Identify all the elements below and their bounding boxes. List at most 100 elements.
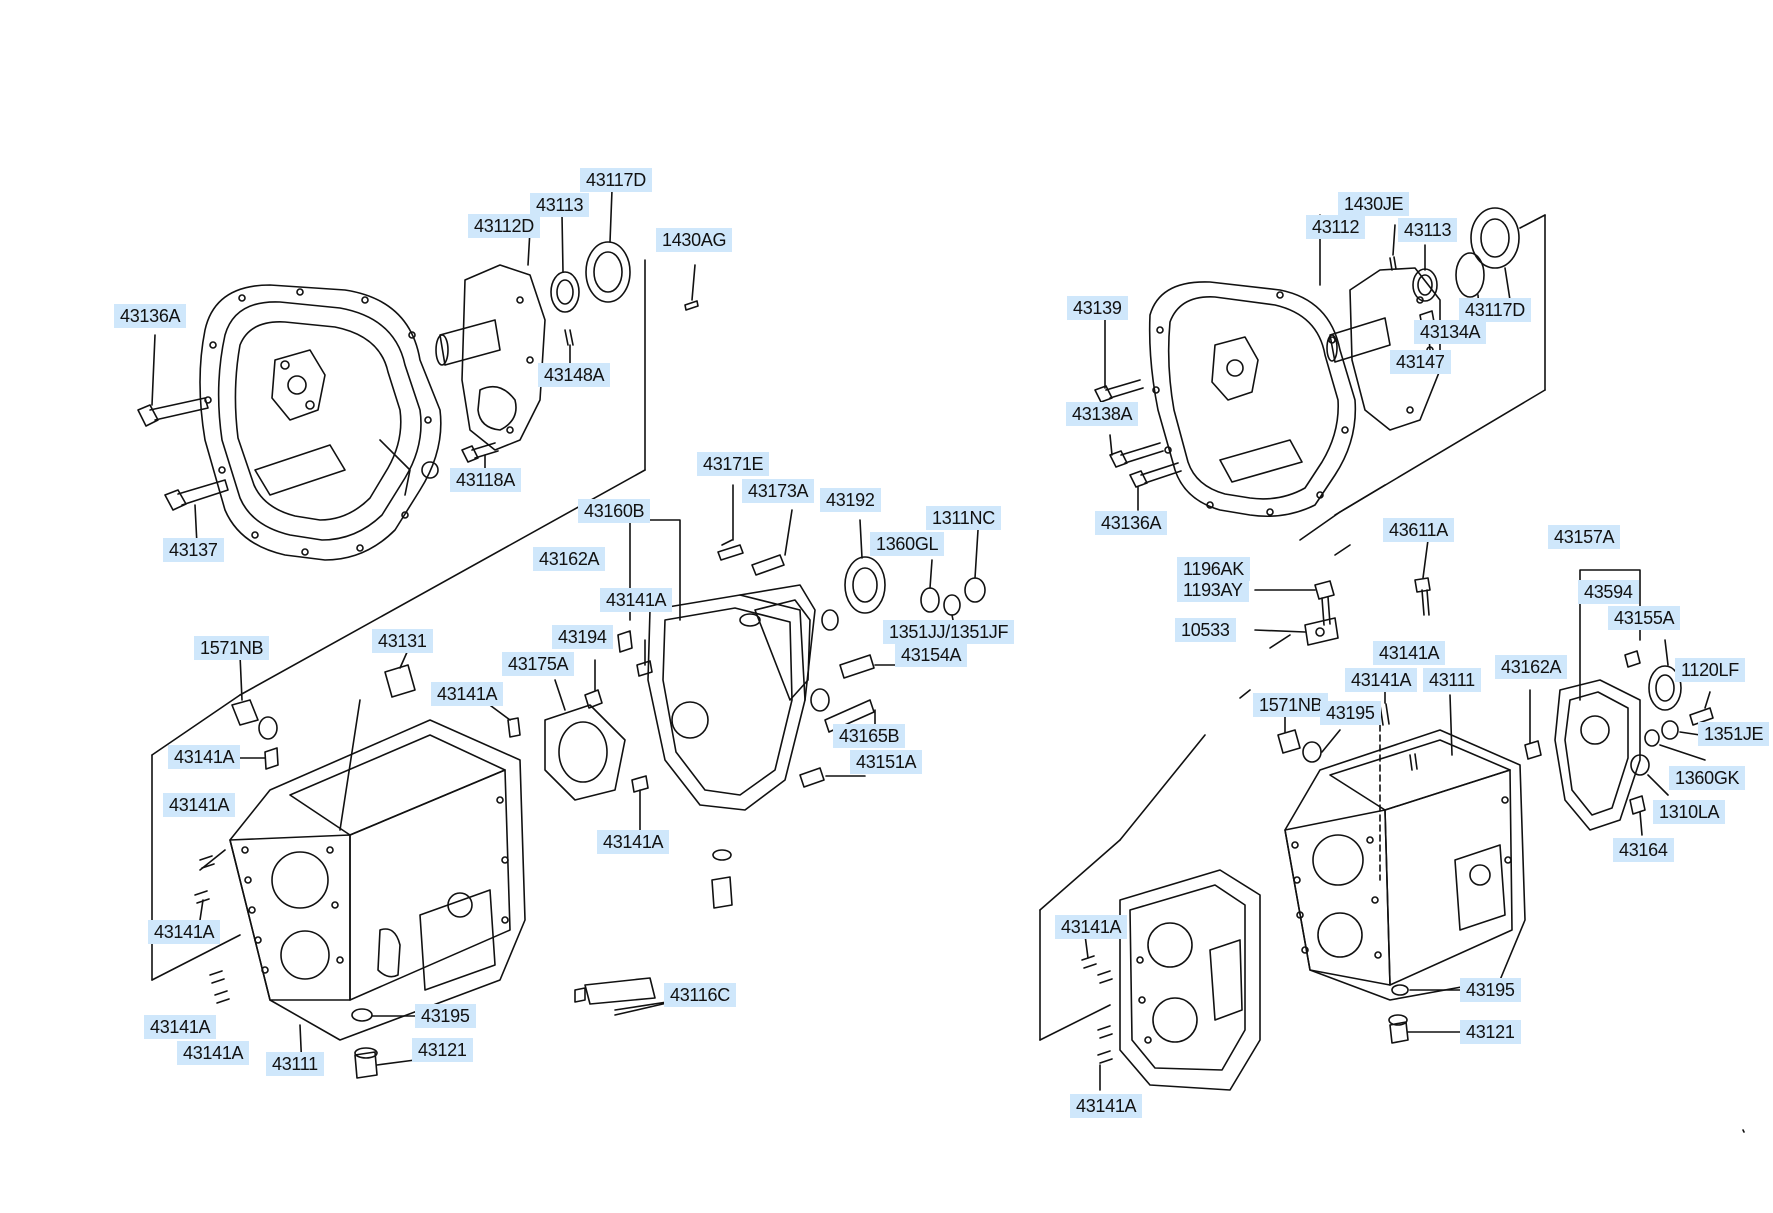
part-label[interactable]: 43141A xyxy=(148,920,221,944)
part-label[interactable]: 43113 xyxy=(1398,218,1458,242)
part-label[interactable]: 43141A xyxy=(168,745,241,769)
part-label[interactable]: 43137 xyxy=(163,538,224,562)
plug-1571NB-left xyxy=(231,654,278,740)
part-label[interactable]: 1351JE xyxy=(1698,722,1770,746)
bolt-43171E xyxy=(717,484,744,561)
part-label[interactable]: 1311NC xyxy=(926,506,1001,530)
seal-1360GL xyxy=(920,559,940,613)
drain-plug-43121-right xyxy=(1388,1014,1461,1044)
plug-1571NB-right xyxy=(1277,714,1341,763)
part-label[interactable]: 43117D xyxy=(580,168,652,192)
bolt-43173A xyxy=(751,509,793,576)
part-label[interactable]: 43155A xyxy=(1608,606,1681,630)
part-label[interactable]: 1430JE xyxy=(1338,192,1410,216)
bolt-1120LF xyxy=(1689,691,1714,726)
bolt-43611A xyxy=(1414,539,1431,616)
bolt-43164 xyxy=(1629,795,1646,836)
part-label[interactable]: 43141A xyxy=(144,1015,217,1039)
part-label[interactable]: 43162A xyxy=(533,547,606,571)
part-label[interactable]: 43192 xyxy=(820,488,881,512)
part-label[interactable]: 1571NB xyxy=(1253,693,1329,717)
part-label[interactable]: 43118A xyxy=(450,468,521,492)
part-label[interactable]: 43141A xyxy=(1070,1094,1143,1118)
part-label[interactable]: 43141A xyxy=(431,682,504,706)
part-label[interactable]: 43141A xyxy=(163,793,236,817)
part-label[interactable]: 1430AG xyxy=(656,228,733,252)
bearing-43192 xyxy=(821,519,886,631)
ring-43175A xyxy=(544,679,626,801)
part-label[interactable]: 10533 xyxy=(1175,618,1236,642)
part-label[interactable]: 43154A xyxy=(895,643,968,667)
part-label[interactable]: 43121 xyxy=(412,1038,473,1062)
part-label[interactable]: 43111 xyxy=(266,1052,324,1076)
part-label[interactable]: 43151A xyxy=(850,750,923,774)
part-label[interactable]: 1571NB xyxy=(194,636,270,660)
front-cover-43112D xyxy=(435,264,546,451)
part-label[interactable]: 1351JJ/1351JF xyxy=(883,620,1015,644)
bolt-43138A xyxy=(1109,434,1164,468)
part-label[interactable]: 43175A xyxy=(502,652,575,676)
transmission-case-right xyxy=(1284,729,1526,1001)
part-label[interactable]: 43141A xyxy=(1373,641,1446,665)
part-label[interactable]: 43141A xyxy=(177,1041,250,1065)
part-label[interactable]: 43116C xyxy=(664,983,736,1007)
bolt-43118A xyxy=(461,442,499,471)
part-label[interactable]: 43195 xyxy=(1320,701,1381,725)
part-label[interactable]: 43148A xyxy=(538,363,611,387)
washer-43195-left xyxy=(351,1008,416,1022)
part-label[interactable]: 43141A xyxy=(1055,915,1128,939)
part-label[interactable]: 1310LA xyxy=(1653,800,1726,824)
part-label[interactable]: 43138A xyxy=(1066,402,1139,426)
extension-housing-left xyxy=(647,584,816,811)
transmission-case-left xyxy=(229,719,526,1071)
part-label[interactable]: 43195 xyxy=(1460,978,1521,1002)
pin-1430JE xyxy=(1389,224,1397,271)
seal-43155A xyxy=(1648,639,1682,711)
part-label[interactable]: 43157A xyxy=(1548,525,1621,549)
part-label[interactable]: 1196AK xyxy=(1177,557,1250,581)
part-label[interactable]: 1360GK xyxy=(1669,766,1746,790)
part-label[interactable]: 43195 xyxy=(415,1004,476,1028)
bolt-43151A xyxy=(799,767,866,788)
part-label[interactable]: 43134A xyxy=(1414,320,1487,344)
part-label[interactable]: 43141A xyxy=(1345,668,1418,692)
clutch-housing-left xyxy=(199,284,442,561)
part-label[interactable]: 43131 xyxy=(372,629,433,653)
pin-43194 xyxy=(617,630,633,653)
plug-43594 xyxy=(1624,650,1641,668)
bolt-43136A-right xyxy=(1129,462,1182,511)
part-label[interactable]: 43162A xyxy=(1495,655,1568,679)
part-label[interactable]: 43139 xyxy=(1067,296,1128,320)
part-label[interactable]: 43594 xyxy=(1578,580,1639,604)
oil-seal-43117D-right xyxy=(1470,207,1520,301)
part-label[interactable]: 43141A xyxy=(600,588,673,612)
part-label[interactable]: 43117D xyxy=(1459,298,1531,322)
part-label[interactable]: 43164 xyxy=(1613,838,1674,862)
part-label[interactable]: 43112 xyxy=(1306,215,1366,239)
part-label[interactable]: 43147 xyxy=(1390,350,1451,374)
part-label[interactable]: 43113 xyxy=(530,193,590,217)
clutch-housing-right xyxy=(1148,281,1357,518)
oil-seal-43117D xyxy=(585,189,631,303)
part-label[interactable]: 43611A xyxy=(1383,518,1454,542)
part-label[interactable]: 43194 xyxy=(552,625,613,649)
part-label[interactable]: 43121 xyxy=(1460,1020,1521,1044)
part-label[interactable]: 1193AY xyxy=(1177,578,1249,602)
part-label[interactable]: 43171E xyxy=(697,452,770,476)
drain-plug-ext xyxy=(711,849,733,909)
part-label[interactable]: 1360GL xyxy=(870,532,945,556)
part-label[interactable]: 43111 xyxy=(1423,668,1481,692)
part-label[interactable]: 43141A xyxy=(597,830,670,854)
extension-housing-right xyxy=(1554,679,1641,831)
part-label[interactable]: 43160B xyxy=(578,499,651,523)
bolt-43136A xyxy=(137,334,209,427)
part-label[interactable]: 43165B xyxy=(833,724,906,748)
part-label[interactable]: 43173A xyxy=(742,479,815,503)
drain-plug-43121-left xyxy=(354,1047,416,1079)
part-label[interactable]: 43136A xyxy=(114,304,187,328)
part-label[interactable]: 1120LF xyxy=(1675,658,1745,682)
part-label[interactable]: 43112D xyxy=(468,214,540,238)
part-label[interactable]: 43136A xyxy=(1095,511,1168,535)
nut-1311NC xyxy=(964,529,986,603)
seal-43113 xyxy=(550,214,580,313)
